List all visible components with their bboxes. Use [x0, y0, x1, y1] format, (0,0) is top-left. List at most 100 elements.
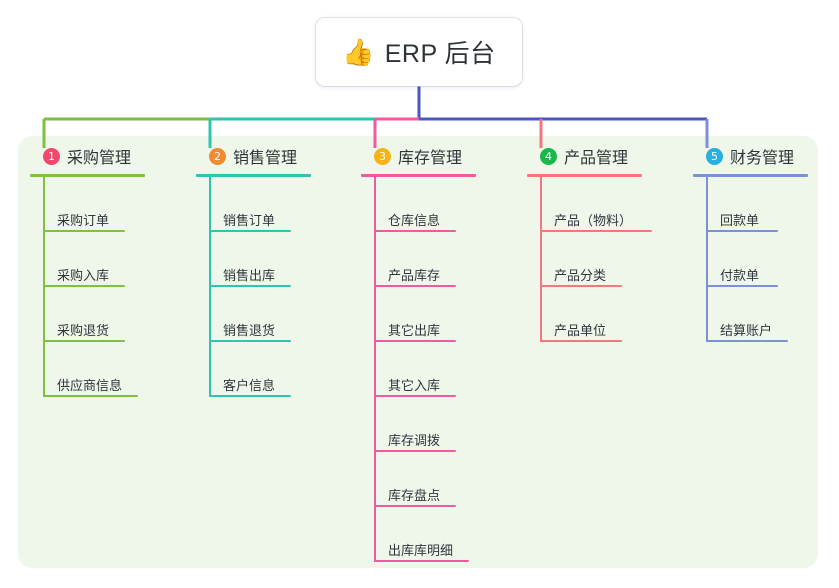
- branch-item[interactable]: 客户信息: [209, 342, 311, 397]
- branch-item-rule: [706, 230, 778, 232]
- branch-item[interactable]: 库存盘点: [374, 452, 476, 507]
- branch-item[interactable]: 其它入库: [374, 342, 476, 397]
- branch-item[interactable]: 供应商信息: [43, 342, 145, 397]
- branch-header[interactable]: 2 销售管理: [196, 144, 311, 168]
- branch-column: 4 产品管理产品（物料） 产品分类产品单位: [527, 144, 652, 342]
- branch-item-label: 出库库明细: [388, 543, 454, 558]
- branch-item-list: 销售订单销售出库销售退货客户信息: [196, 177, 311, 397]
- branch-item-list: 仓库信息产品库存其它出库其它入库库存调拨库存盘点出库库明细: [361, 177, 476, 562]
- branch-number-badge: 4: [540, 147, 557, 165]
- branch-item-rule: [374, 285, 456, 287]
- branch-item-label: 库存盘点: [388, 488, 441, 503]
- branch-item-rule: [374, 560, 469, 562]
- branch-item[interactable]: 产品单位: [540, 287, 642, 342]
- branch-header-rule: [30, 174, 145, 177]
- branch-number-badge: 2: [209, 147, 226, 165]
- branch-item[interactable]: 出库库明细: [374, 507, 476, 562]
- branch-spine: [540, 177, 542, 342]
- branch-item-label: 产品单位: [554, 323, 607, 338]
- branch-item-rule: [209, 285, 291, 287]
- branch-item[interactable]: 回款单: [706, 177, 808, 232]
- branch-item-rule: [43, 285, 125, 287]
- branch-item[interactable]: 产品分类: [540, 232, 642, 287]
- branch-item-label: 销售退货: [223, 323, 276, 338]
- branch-item-rule: [374, 505, 456, 507]
- branch-item-rule: [374, 450, 456, 452]
- branch-item-rule: [43, 395, 138, 397]
- branch-item-label: 结算账户: [720, 323, 773, 338]
- branch-item-rule: [540, 230, 652, 232]
- branch-title: 财务管理: [730, 150, 795, 167]
- branch-item-rule: [209, 395, 291, 397]
- branch-item[interactable]: 库存调拨: [374, 397, 476, 452]
- branch-spine: [706, 177, 708, 342]
- branch-item[interactable]: 结算账户: [706, 287, 808, 342]
- branch-header-rule: [196, 174, 311, 177]
- root-node-title: ERP 后台: [384, 40, 496, 68]
- branch-item-list: 产品（物料） 产品分类产品单位: [527, 177, 652, 342]
- branch-item-label: 采购退货: [57, 323, 110, 338]
- branch-spine: [209, 177, 211, 397]
- branch-item-label: 产品（物料）: [554, 213, 633, 228]
- branch-item-label: 客户信息: [223, 378, 276, 393]
- branch-item-label: 仓库信息: [388, 213, 441, 228]
- branch-item-rule: [374, 230, 456, 232]
- branch-item[interactable]: 销售退货: [209, 287, 311, 342]
- branch-header-rule: [693, 174, 808, 177]
- branch-title: 销售管理: [233, 150, 298, 167]
- root-node-card[interactable]: 👍 ERP 后台: [316, 18, 522, 86]
- branch-item-rule: [209, 340, 291, 342]
- branch-item[interactable]: 其它出库: [374, 287, 476, 342]
- branch-item-label: 销售出库: [223, 268, 276, 283]
- branch-item-label: 产品库存: [388, 268, 441, 283]
- branch-item-label: 库存调拨: [388, 433, 441, 448]
- branch-title: 产品管理: [564, 150, 629, 167]
- branch-header-rule: [527, 174, 642, 177]
- branch-item-rule: [43, 230, 125, 232]
- branch-spine: [43, 177, 45, 397]
- branch-item-list: 采购订单采购入库采购退货供应商信息: [30, 177, 145, 397]
- branch-item-rule: [706, 285, 778, 287]
- branch-item-rule: [209, 230, 291, 232]
- branch-item-label: 其它入库: [388, 378, 441, 393]
- branch-item[interactable]: 销售订单: [209, 177, 311, 232]
- branch-item-rule: [540, 285, 622, 287]
- thumbs-up-icon: 👍: [342, 38, 375, 68]
- branch-item-rule: [706, 340, 788, 342]
- branch-item[interactable]: 采购退货: [43, 287, 145, 342]
- branch-header[interactable]: 3 库存管理: [361, 144, 476, 168]
- branch-title: 库存管理: [398, 150, 463, 167]
- branch-item[interactable]: 采购订单: [43, 177, 145, 232]
- branch-item-label: 其它出库: [388, 323, 441, 338]
- branch-item[interactable]: 产品库存: [374, 232, 476, 287]
- branch-item-rule: [540, 340, 622, 342]
- branch-item-rule: [374, 340, 456, 342]
- branches-panel: [18, 136, 818, 568]
- branch-item-label: 采购入库: [57, 268, 110, 283]
- branch-item-label: 付款单: [720, 268, 760, 283]
- branch-item-list: 回款单付款单结算账户: [693, 177, 808, 342]
- branch-item-label: 供应商信息: [57, 378, 123, 393]
- branch-column: 3 库存管理仓库信息产品库存其它出库其它入库库存调拨库存盘点出库库明细: [361, 144, 476, 562]
- branch-item-rule: [374, 395, 456, 397]
- branch-number-badge: 3: [374, 147, 391, 165]
- branch-spine: [374, 177, 376, 562]
- branch-item[interactable]: 销售出库: [209, 232, 311, 287]
- branch-item[interactable]: 付款单: [706, 232, 808, 287]
- branch-number-badge: 1: [43, 147, 60, 165]
- branch-item-label: 采购订单: [57, 213, 110, 228]
- branch-item-label: 产品分类: [554, 268, 607, 283]
- branch-item[interactable]: 产品（物料）: [540, 177, 652, 232]
- branch-header[interactable]: 4 产品管理: [527, 144, 642, 168]
- branch-item[interactable]: 仓库信息: [374, 177, 476, 232]
- branch-item-label: 销售订单: [223, 213, 276, 228]
- branch-item-rule: [43, 340, 125, 342]
- branch-item[interactable]: 采购入库: [43, 232, 145, 287]
- branch-header-rule: [361, 174, 476, 177]
- branch-item-label: 回款单: [720, 213, 760, 228]
